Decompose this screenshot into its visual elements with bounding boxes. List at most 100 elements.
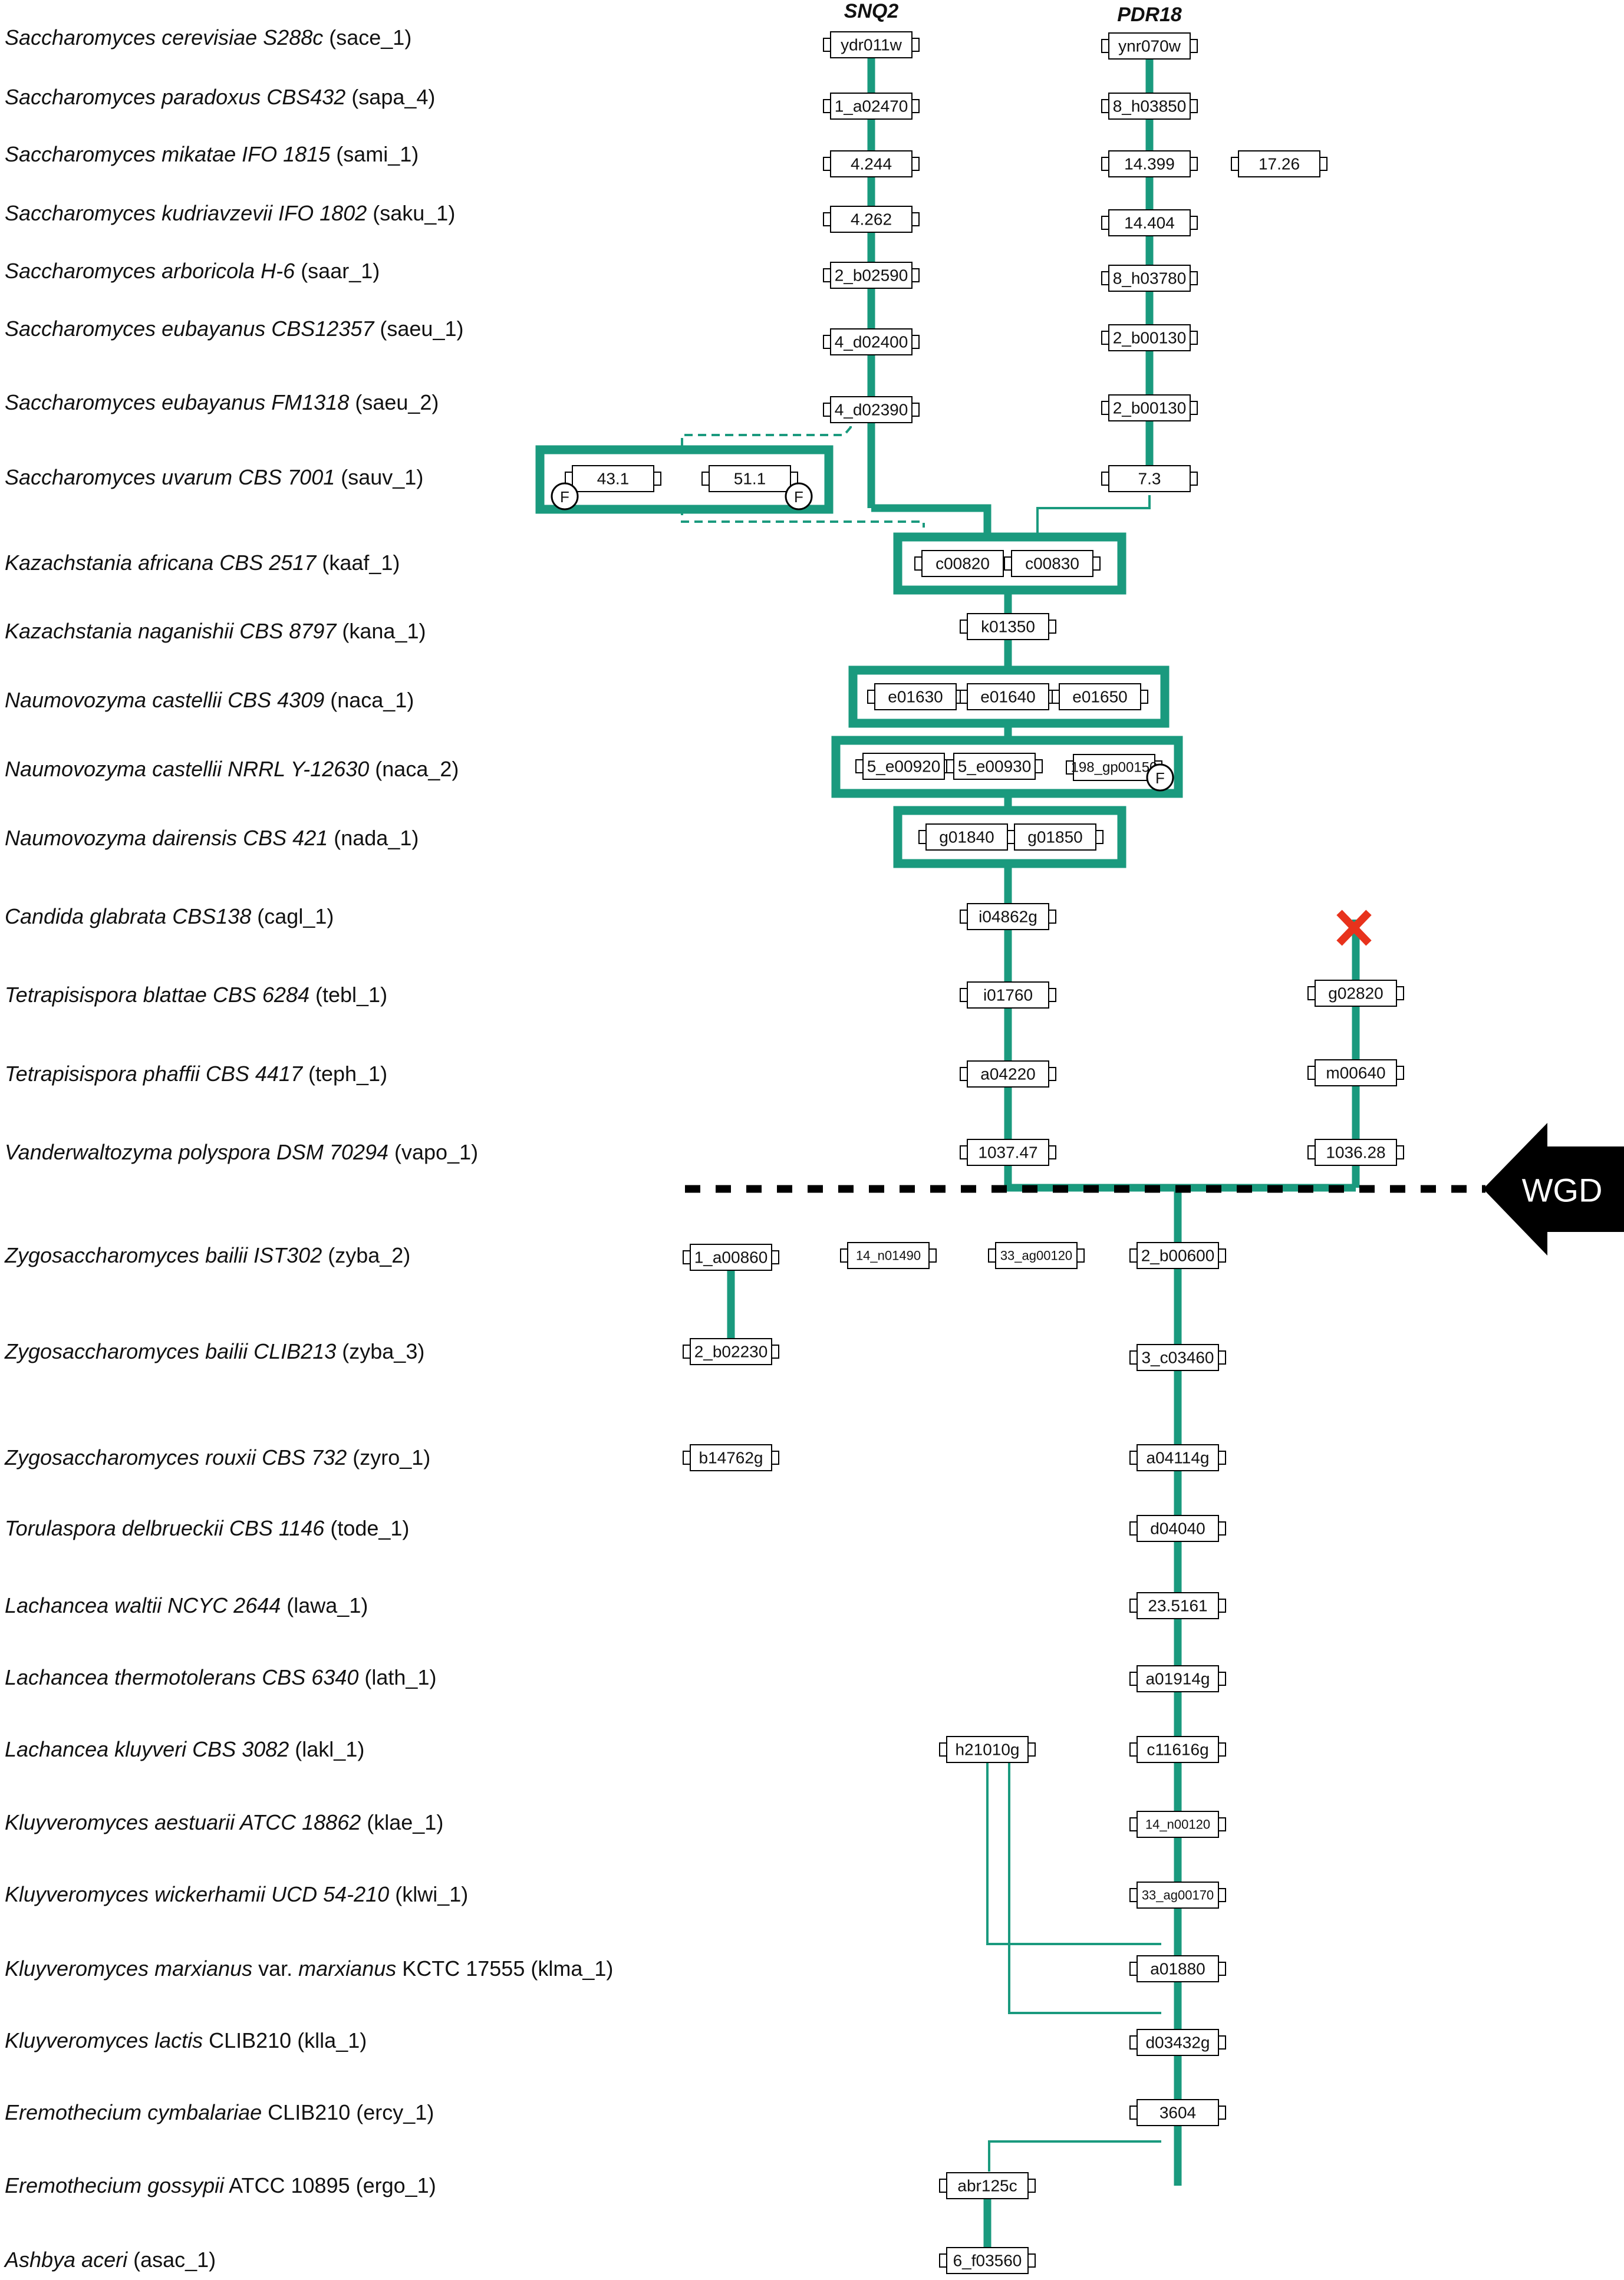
gene-box: 33_ag00170 xyxy=(1129,1882,1226,1909)
gene-box: g01850 xyxy=(1007,823,1103,851)
gene-id: m00640 xyxy=(1326,1064,1385,1082)
gene-id: 3604 xyxy=(1159,2104,1196,2122)
gene-box: m00640 xyxy=(1307,1059,1404,1086)
gene-box: 14.399 xyxy=(1101,150,1198,177)
gene-id: 4.244 xyxy=(851,155,892,173)
gene-box: g01840 xyxy=(918,823,1015,851)
gene-id: 14.399 xyxy=(1124,155,1175,173)
ortholog-line-thick xyxy=(1004,1152,1356,1192)
gene-id: 2_b02230 xyxy=(694,1343,768,1361)
gene-id: g02820 xyxy=(1328,984,1383,1003)
tandem-group-frame xyxy=(893,806,1126,868)
column-header-pdr18: PDR18 xyxy=(1117,4,1182,26)
gene-box: 2_b00600 xyxy=(1129,1242,1226,1269)
gene-box: 51.1 xyxy=(701,465,798,492)
fragment-marker-icon: F xyxy=(785,482,813,510)
gene-id: 4_d02400 xyxy=(835,333,908,351)
gene-id: 8_h03780 xyxy=(1113,269,1187,288)
gene-box: b14762g xyxy=(683,1444,779,1471)
species-label: Zygosaccharomyces bailii IST302 (zyba_2) xyxy=(4,1243,410,1267)
gene-box: ynr070w xyxy=(1101,32,1198,60)
gene-box: 8_h03780 xyxy=(1101,265,1198,292)
gene-id: 5_e00930 xyxy=(958,757,1032,776)
gene-id: d04040 xyxy=(1150,1520,1205,1538)
svg-text:F: F xyxy=(560,488,569,506)
species-label: Tetrapisispora phaffii CBS 4417 (teph_1) xyxy=(5,1062,387,1086)
species-label: Saccharomyces kudriavzevii IFO 1802 (sak… xyxy=(5,201,455,225)
gene-id: 14_n00120 xyxy=(1145,1817,1210,1832)
gene-id: a04220 xyxy=(980,1065,1035,1083)
gene-id: e01630 xyxy=(888,688,943,706)
species-label: Naumovozyma castellii NRRL Y-12630 (naca… xyxy=(5,757,459,781)
ortholog-line-thin xyxy=(1036,495,1151,533)
gene-id: 2_b00600 xyxy=(1141,1247,1215,1265)
species-label: Kazachstania africana CBS 2517 (kaaf_1) xyxy=(5,551,400,575)
gene-box: d04040 xyxy=(1129,1515,1226,1542)
gene-box: g02820 xyxy=(1307,980,1404,1007)
gene-box: 6_f03560 xyxy=(939,2247,1036,2274)
gene-box: a01914g xyxy=(1129,1665,1226,1692)
gene-box: 14.404 xyxy=(1101,209,1198,236)
gene-id: 14_n01490 xyxy=(856,1248,921,1263)
gene-id: 7.3 xyxy=(1138,470,1161,488)
fragment-marker-icon: F xyxy=(551,482,579,510)
gene-id: 4.262 xyxy=(851,210,892,229)
gene-id: 23.5161 xyxy=(1148,1597,1207,1615)
species-label: Kluyveromyces marxianus var. marxianus K… xyxy=(5,1956,613,1981)
gene-id: d03432g xyxy=(1145,2034,1210,2052)
gene-box: 8_h03850 xyxy=(1101,93,1198,120)
gene-box: a04114g xyxy=(1129,1444,1226,1471)
gene-box: c00820 xyxy=(914,550,1011,577)
gene-id: b14762g xyxy=(699,1449,763,1467)
gene-boxes: ydr011w ynr070w 1_a02470 8_h03850 4.244 14.39… xyxy=(565,31,1404,2274)
species-label: Kazachstania naganishii CBS 8797 (kana_1… xyxy=(5,619,426,643)
species-label: Tetrapisispora blattae CBS 6284 (tebl_1) xyxy=(5,983,387,1007)
gene-id: 4_d02390 xyxy=(835,401,908,419)
gene-box: h21010g xyxy=(939,1736,1036,1763)
gene-id: g01850 xyxy=(1027,828,1082,846)
tandem-groups xyxy=(535,445,1183,868)
gene-id: e01640 xyxy=(980,688,1035,706)
gene-box: a04220 xyxy=(960,1060,1056,1088)
gene-box: 14_n01490 xyxy=(840,1242,937,1269)
gene-id: 1_a02470 xyxy=(835,97,908,116)
species-label: Lachancea kluyveri CBS 3082 (lakl_1) xyxy=(5,1737,364,1761)
ortholog-line-thin xyxy=(986,1749,1161,1945)
gene-id: 1036.28 xyxy=(1326,1144,1385,1162)
species-label: Saccharomyces mikatae IFO 1815 (sami_1) xyxy=(5,142,419,166)
gene-id: i04862g xyxy=(979,908,1037,926)
ortholog-line-dashed xyxy=(681,413,852,460)
gene-id: 33_ag00120 xyxy=(1000,1248,1072,1263)
species-label: Kluyveromyces wickerhamii UCD 54-210 (kl… xyxy=(5,1882,468,1906)
gene-box: 1_a00860 xyxy=(683,1244,779,1271)
gene-box: 2_b02590 xyxy=(823,262,920,289)
gene-id: 1_a00860 xyxy=(694,1248,768,1267)
gene-box: 4.262 xyxy=(823,206,920,233)
ortholog-line-dashed xyxy=(681,507,925,528)
gene-id: 2_b00130 xyxy=(1113,329,1187,347)
gene-id: 43.1 xyxy=(597,470,630,488)
gene-id: 6_f03560 xyxy=(953,2252,1022,2270)
gene-id: h21010g xyxy=(955,1741,1019,1759)
species-label: Saccharomyces eubayanus FM1318 (saeu_2) xyxy=(5,390,439,414)
gene-id: 33_ag00170 xyxy=(1142,1888,1214,1903)
gene-box: 17.26 xyxy=(1231,150,1327,177)
species-label: Ashbya aceri (asac_1) xyxy=(4,2248,216,2272)
gene-box: e01640 xyxy=(960,683,1056,710)
species-label: Naumovozyma dairensis CBS 421 (nada_1) xyxy=(5,826,419,850)
gene-box: a01880 xyxy=(1129,1955,1226,1982)
gene-id: k01350 xyxy=(981,618,1035,636)
gene-id: 5_e00920 xyxy=(867,757,941,776)
gene-id: ynr070w xyxy=(1118,37,1181,55)
gene-box: ydr011w xyxy=(823,31,920,58)
gene-id: c00820 xyxy=(935,555,990,573)
column-header-snq2: SNQ2 xyxy=(844,0,899,22)
species-label: Saccharomyces paradoxus CBS432 (sapa_4) xyxy=(5,85,435,109)
gene-box: d03432g xyxy=(1129,2029,1226,2056)
gene-box: 4_d02390 xyxy=(823,396,920,423)
gene-id: 2_b02590 xyxy=(835,266,908,285)
gene-box: 3604 xyxy=(1129,2099,1226,2126)
gene-id: a01914g xyxy=(1145,1670,1210,1688)
